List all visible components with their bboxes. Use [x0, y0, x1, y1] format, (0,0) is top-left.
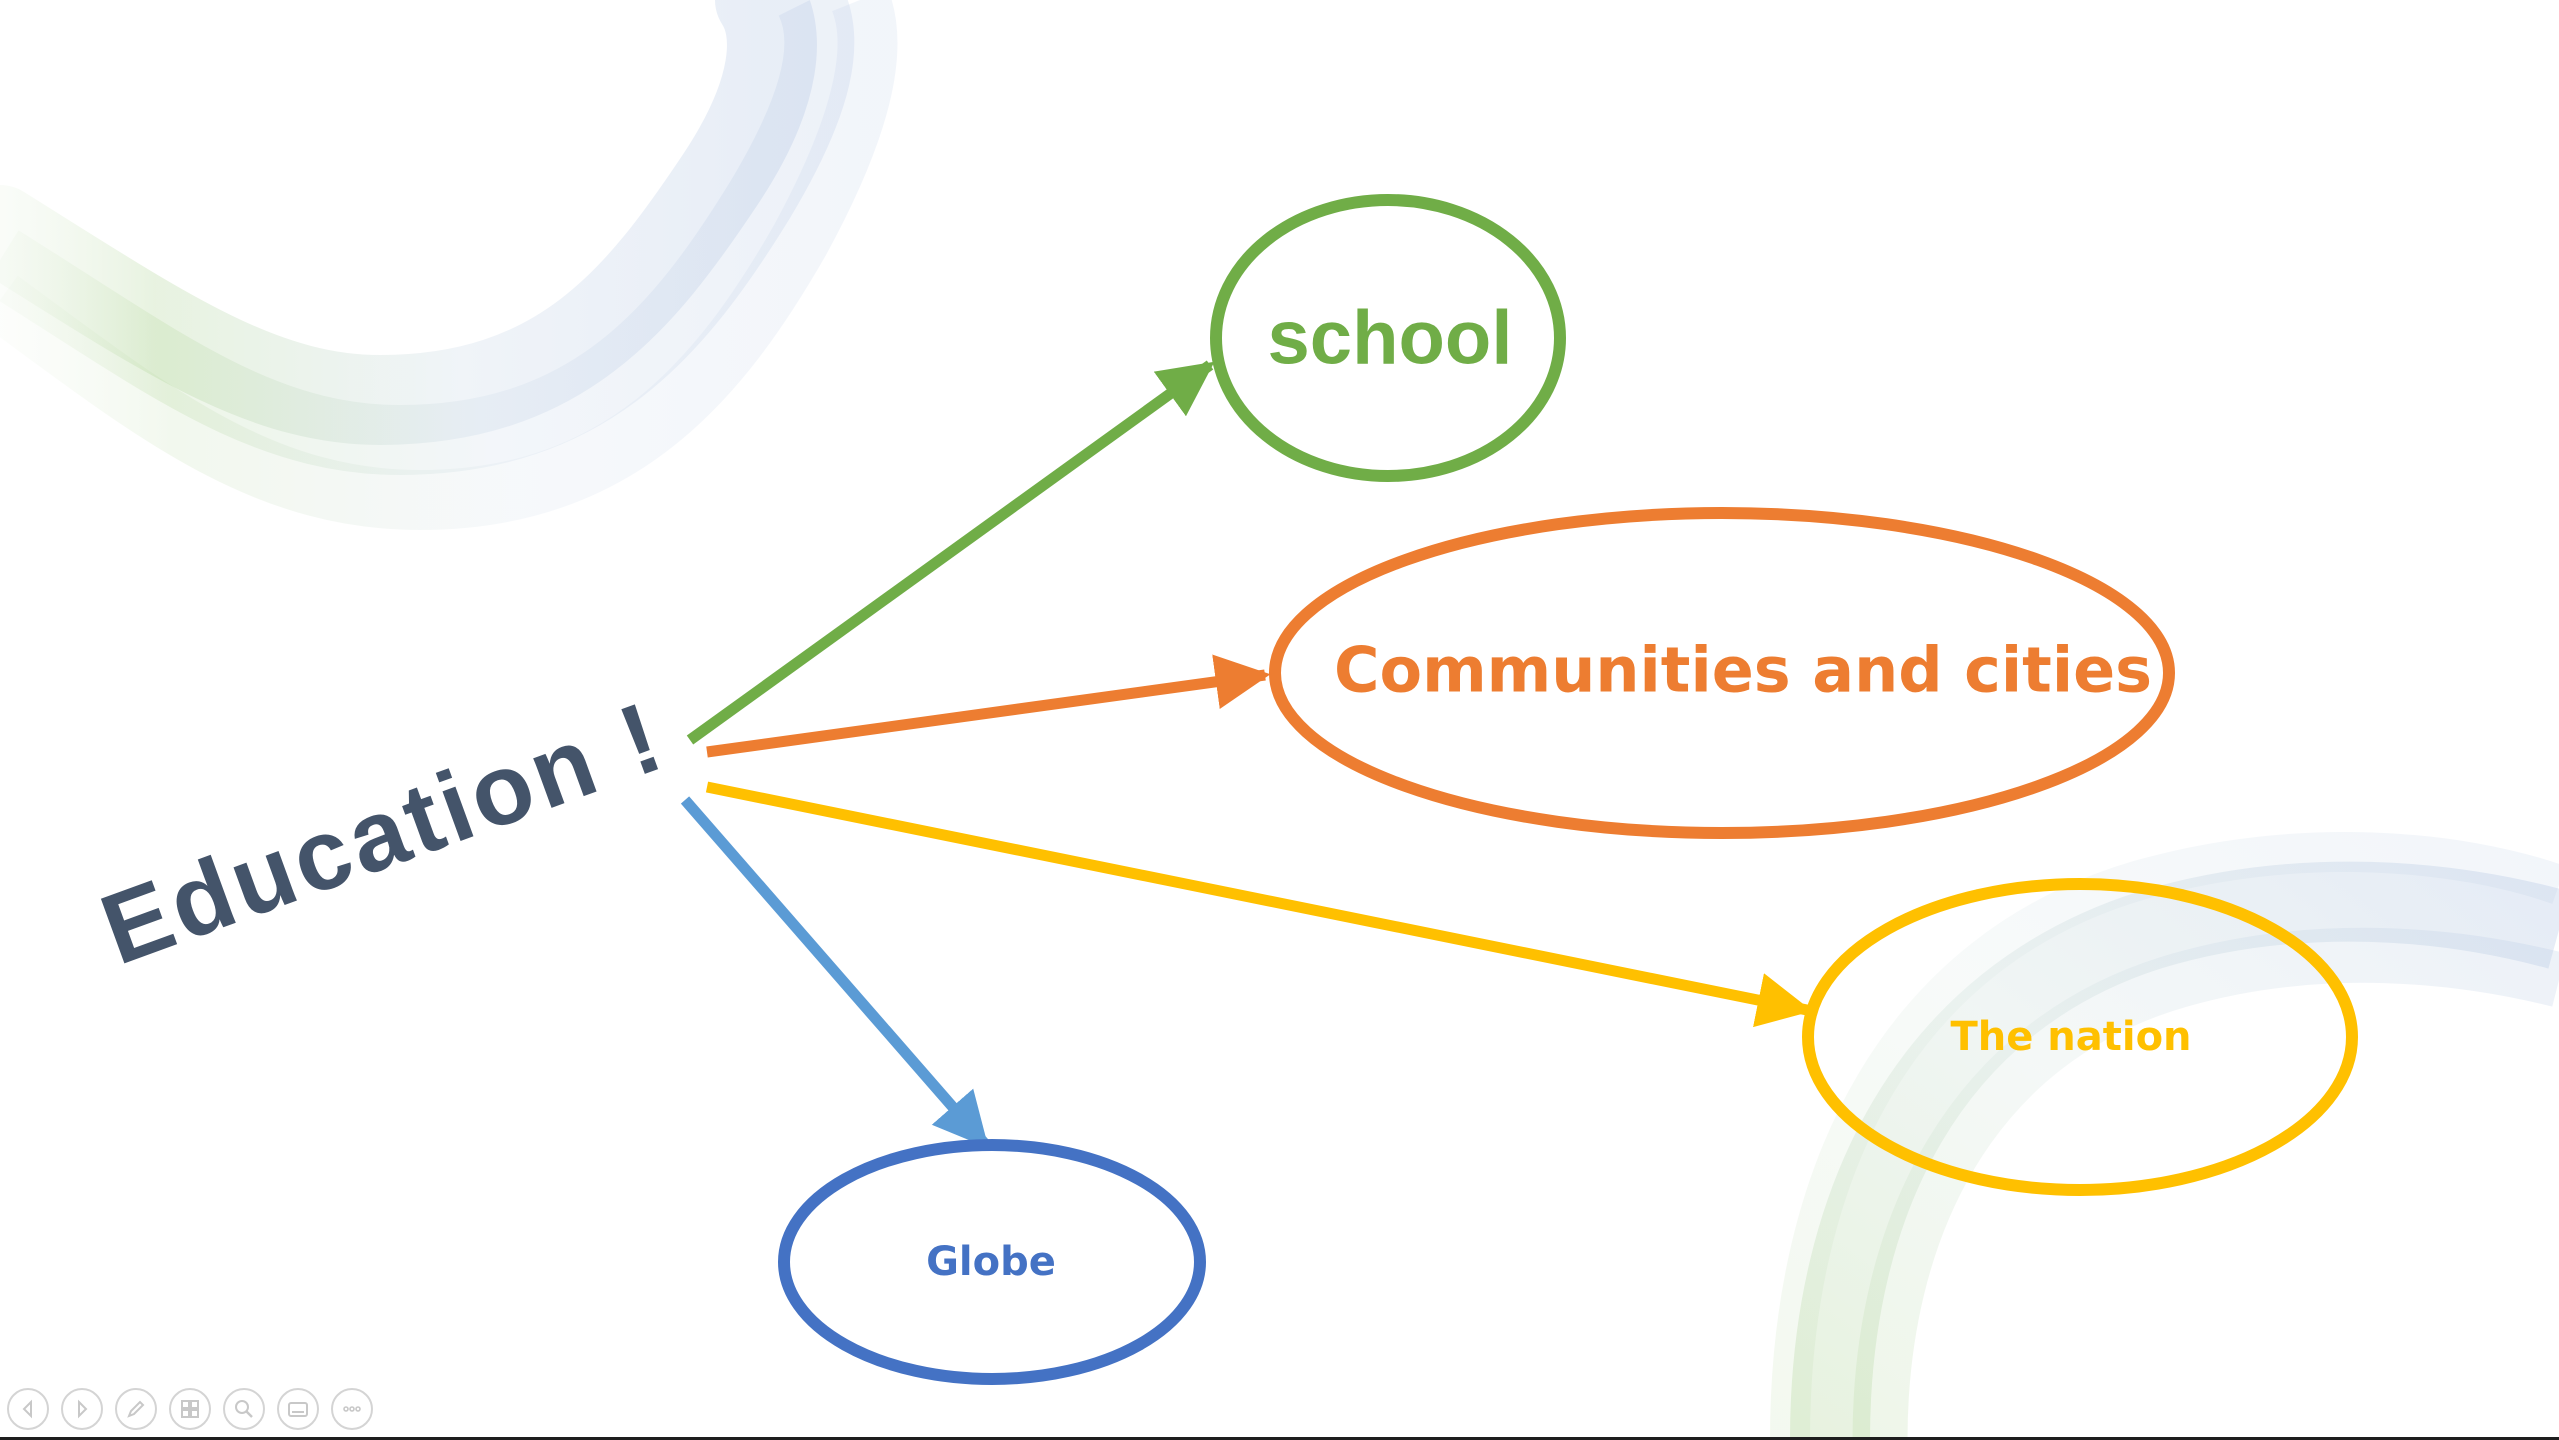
- pen-icon: [127, 1400, 145, 1418]
- school-node: [1210, 194, 1566, 482]
- slides-grid-icon: [181, 1400, 199, 1418]
- previous-icon: [22, 1399, 32, 1419]
- zoom-button[interactable]: [223, 1388, 265, 1430]
- communities-node: [1269, 507, 2175, 839]
- window-bottom-border: [0, 1437, 2559, 1440]
- more-options-icon: [343, 1406, 361, 1412]
- slide-title: Education !: [87, 680, 678, 987]
- arrow-to-communities: [706, 654, 1271, 758]
- zoom-icon: [235, 1400, 253, 1418]
- pen-button[interactable]: [115, 1388, 157, 1430]
- arrow-to-school: [686, 360, 1215, 745]
- decorative-swoosh-top-left: [0, 0, 898, 531]
- more-options-button[interactable]: [331, 1388, 373, 1430]
- decorative-swoosh-bottom-right: [1770, 832, 2559, 1440]
- slideshow-toolbar: [7, 1388, 373, 1432]
- slides-grid-button[interactable]: [169, 1388, 211, 1430]
- previous-button[interactable]: [7, 1388, 49, 1430]
- arrow-to-nation: [705, 781, 1813, 1028]
- subtitles-button[interactable]: [277, 1388, 319, 1430]
- school-label: school: [1268, 296, 1513, 381]
- nation-node: [1802, 878, 2358, 1196]
- subtitles-icon: [288, 1402, 308, 1417]
- next-button[interactable]: [61, 1388, 103, 1430]
- arrow-to-globe: [680, 796, 990, 1149]
- communities-label: Communities and cities: [1334, 634, 2152, 707]
- next-icon: [78, 1399, 88, 1419]
- nation-label: The nation: [1950, 1014, 2191, 1060]
- globe-label: Globe: [926, 1239, 1056, 1285]
- globe-node: [778, 1139, 1206, 1385]
